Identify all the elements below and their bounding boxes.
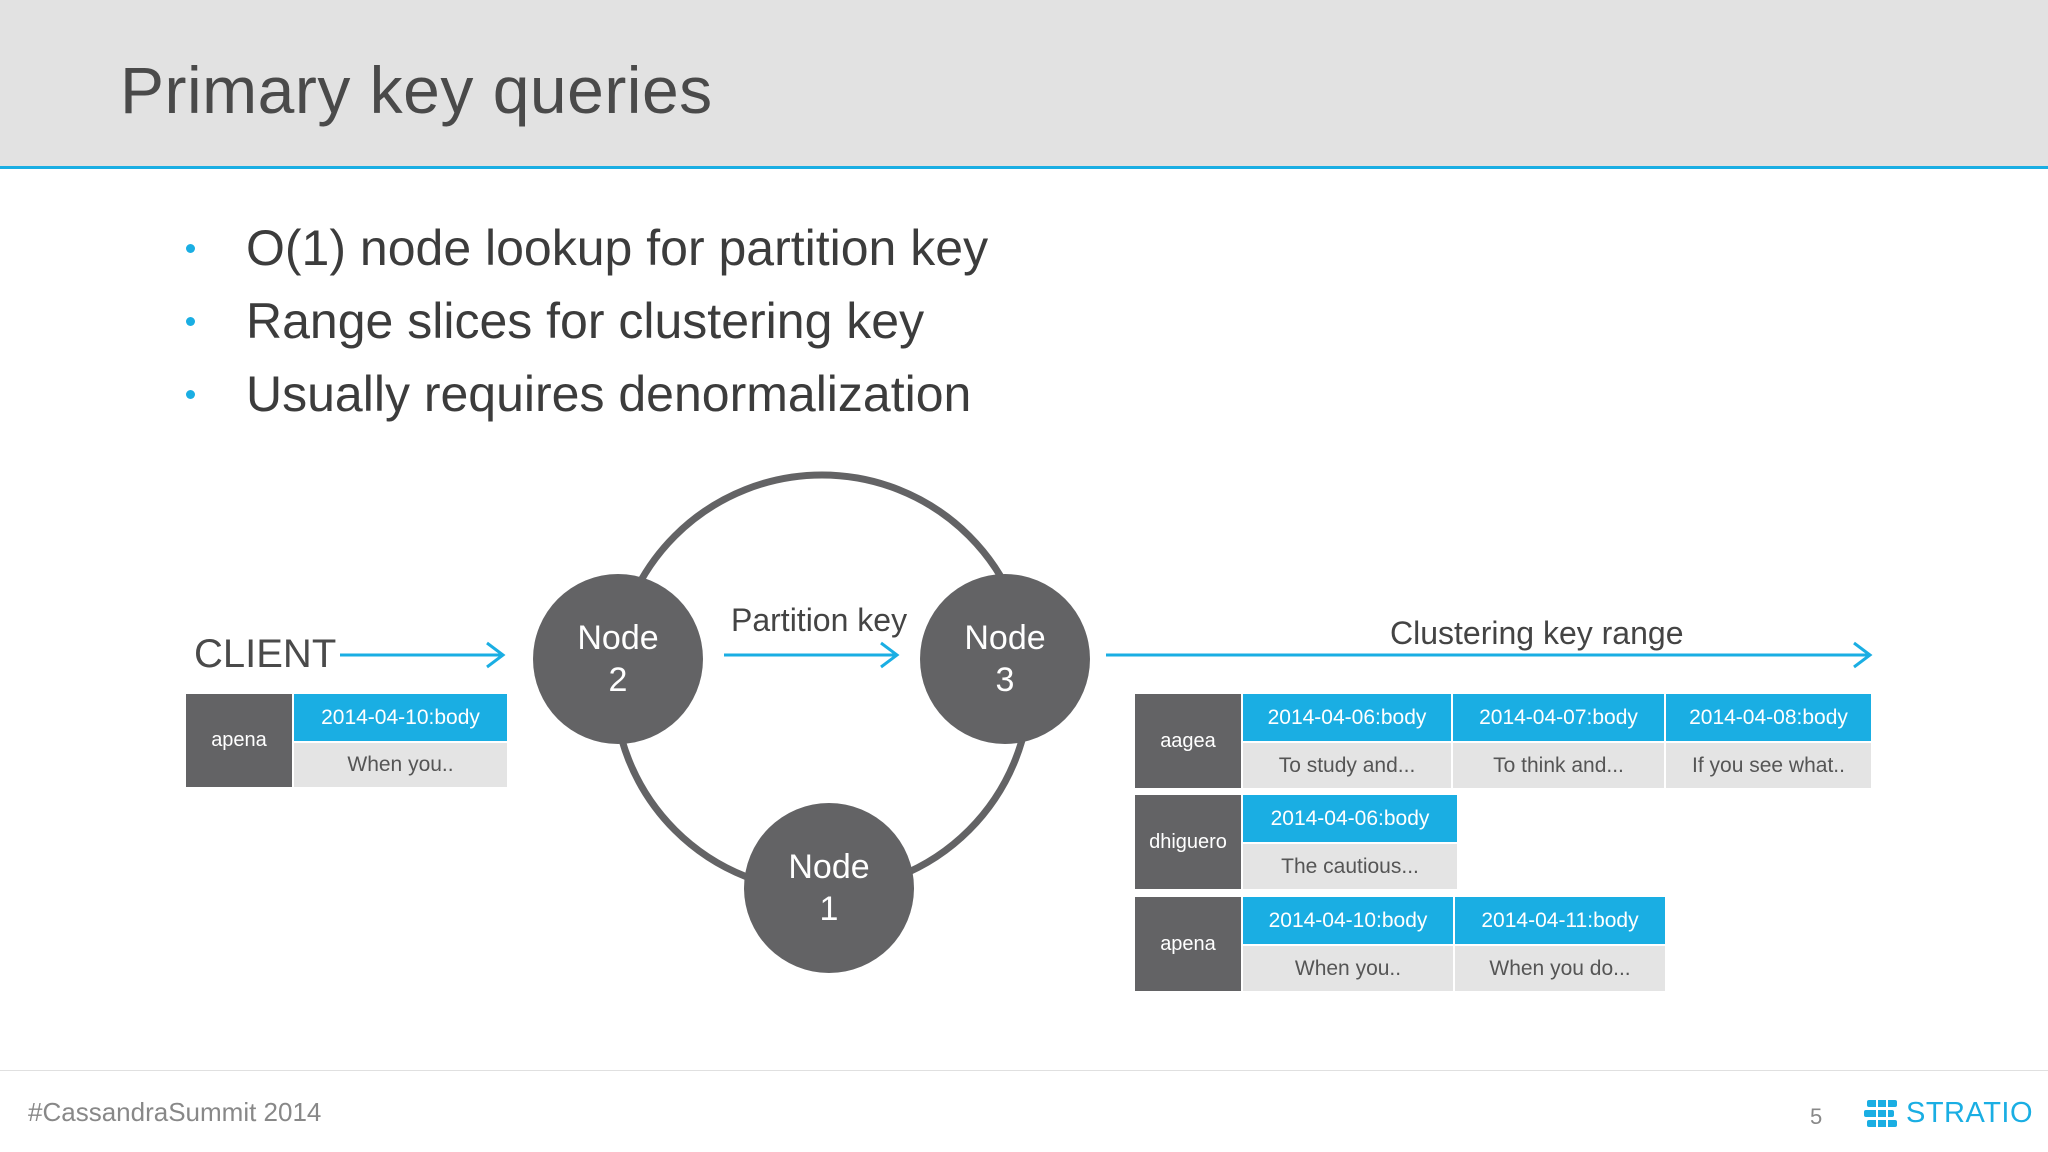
client-label: CLIENT bbox=[194, 632, 337, 676]
bullet-dot-icon bbox=[186, 390, 195, 399]
node-2: Node 2 bbox=[533, 574, 703, 744]
bullet-item: O(1) node lookup for partition key bbox=[186, 212, 988, 285]
column-value: To think and... bbox=[1453, 743, 1664, 788]
column-name: 2014-04-06:body bbox=[1243, 694, 1451, 741]
row-key-aagea: aagea bbox=[1135, 694, 1241, 788]
client-row-key: apena bbox=[186, 694, 292, 787]
slide-title: Primary key queries bbox=[120, 53, 713, 127]
stratio-logo-icon bbox=[1864, 1099, 1897, 1127]
node-1: Node 1 bbox=[744, 803, 914, 973]
client-column-value: When you.. bbox=[294, 743, 507, 787]
bullet-list: O(1) node lookup for partition key Range… bbox=[186, 212, 988, 431]
node-number: 3 bbox=[995, 661, 1015, 699]
column-value: When you do... bbox=[1455, 946, 1665, 991]
clustering-key-range-label: Clustering key range bbox=[1390, 615, 1684, 651]
column-value: To study and... bbox=[1243, 743, 1451, 788]
node-word: Node bbox=[964, 619, 1046, 657]
client-arrow bbox=[340, 641, 506, 669]
node-word: Node bbox=[577, 619, 659, 657]
bullet-text: O(1) node lookup for partition key bbox=[246, 220, 989, 276]
node-number: 2 bbox=[608, 661, 628, 699]
clustering-arrow bbox=[1106, 641, 1873, 669]
column-name: 2014-04-10:body bbox=[1243, 897, 1453, 944]
client-column-name: 2014-04-10:body bbox=[294, 694, 507, 741]
stratio-logo-text: STRATIO bbox=[1906, 1097, 2034, 1129]
row-key-dhiguero: dhiguero bbox=[1135, 795, 1241, 889]
bullet-dot-icon bbox=[186, 317, 195, 326]
page-number: 5 bbox=[1810, 1104, 1823, 1129]
column-value: The cautious... bbox=[1243, 844, 1457, 889]
bullet-dot-icon bbox=[186, 244, 195, 253]
column-name: 2014-04-08:body bbox=[1666, 694, 1871, 741]
footer-divider bbox=[0, 1070, 2048, 1071]
partition-arrow bbox=[724, 641, 900, 669]
stratio-logo: STRATIO bbox=[1864, 1097, 2033, 1130]
row-key-apena: apena bbox=[1135, 897, 1241, 991]
column-value: When you.. bbox=[1243, 946, 1453, 991]
bullet-text: Range slices for clustering key bbox=[246, 293, 925, 349]
column-name: 2014-04-07:body bbox=[1453, 694, 1664, 741]
slide-header: Primary key queries bbox=[0, 0, 2048, 169]
column-name: 2014-04-11:body bbox=[1455, 897, 1665, 944]
bullet-item: Range slices for clustering key bbox=[186, 285, 988, 358]
footer-hashtag: #CassandraSummit 2014 bbox=[28, 1097, 322, 1127]
bullet-text: Usually requires denormalization bbox=[246, 366, 972, 422]
node-3: Node 3 bbox=[920, 574, 1090, 744]
column-name: 2014-04-06:body bbox=[1243, 795, 1457, 842]
node-word: Node bbox=[788, 848, 870, 886]
node-number: 1 bbox=[819, 890, 839, 928]
column-value: If you see what.. bbox=[1666, 743, 1871, 788]
partition-key-label: Partition key bbox=[731, 602, 908, 638]
bullet-item: Usually requires denormalization bbox=[186, 358, 988, 431]
